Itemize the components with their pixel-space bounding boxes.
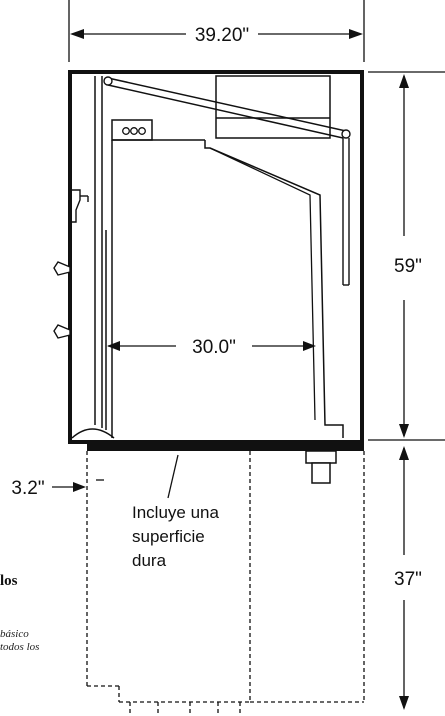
arrowhead-right: [349, 29, 363, 39]
cabinet-height-dimension: [368, 71, 445, 441]
pulley-icon: [341, 129, 351, 139]
arrowhead-left: [107, 341, 120, 351]
arrowhead-right: [303, 341, 316, 351]
dashed-stand: [86, 451, 365, 716]
arrowhead-down: [399, 424, 409, 438]
cabinet-height-label: 59": [394, 256, 422, 277]
inner-chamber: [111, 139, 344, 438]
control-knob-icon: [138, 127, 146, 135]
side-panel-title: los: [0, 573, 18, 589]
side-panel-line-1: básico: [0, 628, 29, 640]
hinge-icon: [72, 189, 89, 223]
arrowhead-up: [399, 446, 409, 460]
inner-width-label: 30.0": [192, 337, 236, 358]
inner-panel: [209, 147, 316, 421]
overall-width-dimension: [68, 0, 365, 62]
arrowhead-down: [399, 696, 409, 710]
overall-width-label: 39.20": [195, 25, 249, 46]
control-panel: [111, 119, 153, 141]
lower-handle-icon: [53, 261, 71, 339]
pulley-icon: [103, 76, 113, 86]
control-knob-icon: [122, 127, 130, 135]
note-line-2: superficie: [132, 527, 205, 546]
top-unit: [215, 75, 331, 139]
support-cable: [107, 77, 347, 139]
side-offset-label: 3.2": [11, 478, 44, 499]
arrowhead-left: [70, 29, 84, 39]
note-line-3: dura: [132, 551, 167, 570]
arrowhead-right: [73, 482, 86, 492]
note-line-1: Incluye una: [132, 503, 219, 522]
side-panel-line-2: todos los: [0, 641, 39, 653]
control-knob-icon: [130, 127, 138, 135]
base-hard-surface: [87, 441, 364, 451]
door-frame: [71, 76, 115, 439]
drain-fitting: [305, 450, 337, 484]
base-height-label: 37": [394, 569, 422, 590]
arrowhead-up: [399, 74, 409, 88]
note-leader: [167, 454, 179, 499]
right-rod: [342, 138, 350, 286]
